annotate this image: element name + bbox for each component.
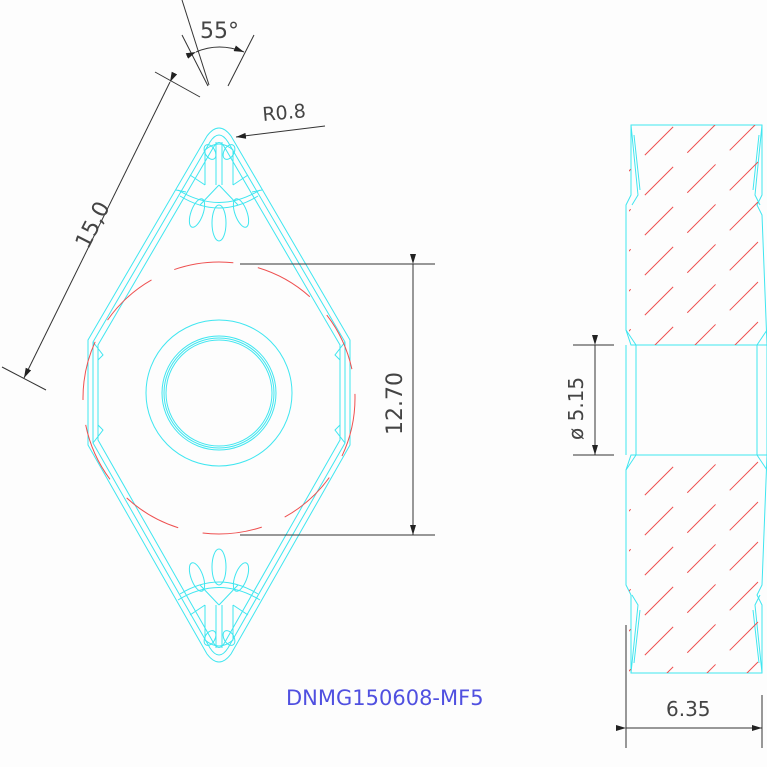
hole-diameter-dimension: ø 5.15 [564,335,614,456]
corner-radius-label: R0.8 [262,100,307,126]
corner-radius-dimension: R0.8 [235,100,326,139]
edge-length-label: 15,0 [71,198,116,253]
inscribed-circle-dimension: 12.70 [240,254,435,536]
insert-top-view [82,127,356,663]
angle-label: 55° [200,19,239,44]
edge-length-dimension: 15,0 [1,71,201,391]
insert-section-view [625,124,767,674]
part-number-label: DNMG150608-MF5 [286,686,484,710]
thickness-label: 6.35 [666,697,711,721]
thickness-dimension: 6.35 [616,625,763,748]
bottom-chipbreaker [177,548,261,648]
section-hatch-lower [629,455,763,673]
hole-diameter-label: ø 5.15 [564,377,588,440]
angle-dimension: 55° [181,0,255,87]
inscribed-circle-label: 12.70 [383,372,408,435]
top-chipbreaker [175,142,263,242]
